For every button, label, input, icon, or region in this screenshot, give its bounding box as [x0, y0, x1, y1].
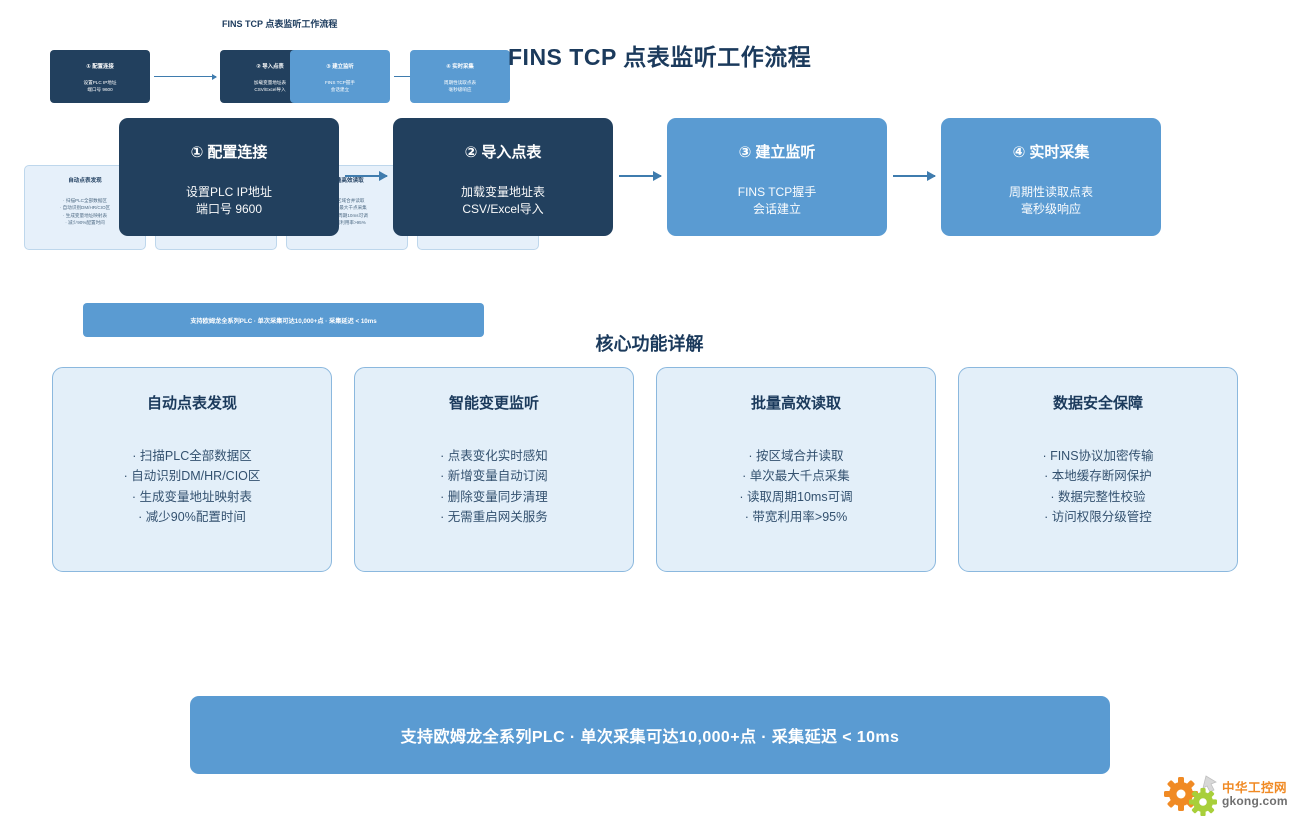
ghost-feature-card-3-title: 批量高效读取: [330, 178, 364, 184]
ghost-list-item: · 带宽利用率>95%: [328, 220, 366, 226]
flow-arrow-2-to-3: [619, 171, 662, 181]
thumb-desc-line: 周期性读取点表: [443, 80, 477, 85]
feature-card-4-title: 数据安全保障: [1052, 395, 1143, 412]
watermark: 中华工控网 gkong.com: [1164, 772, 1294, 824]
feature-list-item: · 单次最大千点采集: [742, 469, 850, 484]
feature-list-item: · 数据完整性校验: [1050, 489, 1146, 504]
flow-step-4-title: ④ 实时采集: [1012, 144, 1090, 161]
ghost-feature-card-3-list: · 按区域合并读取 · 单次最大千点采集 · 读取周期10ms可调 · 带宽利用…: [287, 197, 407, 226]
feature-list-item: · 点表变化实时感知: [440, 449, 548, 463]
thumb-desc-line: 毫秒级响应: [448, 86, 472, 92]
flow-arrow-3-to-4: [893, 171, 936, 181]
feature-card-row: 自动点表发现 · 扫描PLC全部数据区 · 自动识别DM/HR/CIO区 · 生…: [0, 367, 1299, 572]
thumbnail-flow-diagram: ① 配置连接 设置PLC IP地址 端口号 9600 ② 导入点表 加载变量地址…: [50, 50, 570, 105]
ghost-list-item: · 扫描PLC全部数据区: [63, 198, 107, 203]
page-title: FINS TCP 点表监听工作流程: [508, 44, 812, 70]
thumb-step-2-title: ② 导入点表: [256, 64, 284, 70]
flow-desc-line: FINS TCP握手: [737, 185, 817, 199]
feature-list-item: · 访问权限分级管控: [1044, 509, 1152, 524]
feature-list-item: · 生成变量地址映射表: [131, 489, 253, 504]
watermark-text-cn: 中华工控网: [1222, 781, 1288, 795]
section-title: 核心功能详解: [595, 334, 704, 354]
flow-step-card-1[interactable]: ① 配置连接 设置PLC IP地址 端口号 9600: [119, 118, 339, 236]
thumb-desc-line: 端口号 9600: [87, 86, 113, 92]
ghost-feature-card-1-title: 自动点表发现: [68, 178, 102, 184]
flow-step-1-desc: 设置PLC IP地址 端口号 9600: [119, 184, 339, 219]
flow-step-card-3[interactable]: ③ 建立监听 FINS TCP握手 会话建立: [667, 118, 887, 236]
ghost-feature-card-1-list: · 扫描PLC全部数据区 · 自动识别DM/HR/CIO区 · 生成变量地址映射…: [25, 197, 145, 226]
ghost-list-item: · 自动识别DM/HR/CIO区: [59, 205, 111, 211]
feature-list-item: · 无需重启网关服务: [440, 509, 548, 524]
watermark-text-en: gkong.com: [1222, 794, 1288, 808]
thumb-desc-line: CSV/Excel导入: [254, 86, 286, 92]
feature-card-4[interactable]: 数据安全保障 · FINS协议加密传输 · 本地缓存断网保护 · 数据完整性校验…: [958, 367, 1238, 572]
feature-card-3-title: 批量高效读取: [750, 395, 841, 412]
flow-arrow-1-to-2: [345, 171, 388, 181]
feature-list-item: · 带宽利用率>95%: [744, 509, 848, 524]
ghost-list-item: · 生成变量地址映射表: [62, 212, 108, 218]
flow-desc-line: 毫秒级响应: [1020, 202, 1081, 217]
feature-list-item: · FINS协议加密传输: [1042, 449, 1154, 463]
feature-card-2[interactable]: 智能变更监听 · 点表变化实时感知 · 新增变量自动订阅 · 删除变量同步清理 …: [354, 367, 634, 572]
flow-step-2-desc: 加载变量地址表 CSV/Excel导入: [393, 184, 613, 219]
thumb-arrow-1: [154, 73, 217, 80]
thumb-flow-step-1: ① 配置连接 设置PLC IP地址 端口号 9600: [50, 50, 150, 103]
flow-desc-line: 端口号 9600: [195, 202, 263, 217]
thumb-step-4-desc: 周期性读取点表 毫秒级响应: [410, 80, 510, 94]
flow-desc-line: 加载变量地址表: [460, 185, 545, 199]
feature-list-item: · 减少90%配置时间: [138, 509, 246, 524]
feature-list-item: · 自动识别DM/HR/CIO区: [123, 469, 261, 484]
flow-step-2-title: ② 导入点表: [464, 144, 542, 161]
thumb-desc-line: FINS TCP握手: [324, 80, 356, 85]
thumb-step-1-title: ① 配置连接: [86, 64, 114, 70]
bottom-banner: 支持欧姆龙全系列PLC · 单次采集可达10,000+点 · 采集延迟 < 10…: [190, 696, 1110, 774]
thumb-step-1-desc: 设置PLC IP地址 端口号 9600: [50, 80, 150, 94]
flow-step-3-title: ③ 建立监听: [738, 144, 816, 161]
thumb-desc-line: 会话建立: [330, 86, 350, 92]
flow-step-4-desc: 周期性读取点表 毫秒级响应: [941, 184, 1161, 219]
thumbnail-title: FINS TCP 点表监听工作流程: [222, 19, 338, 29]
ghost-list-item: · 按区域合并读取: [329, 198, 365, 203]
feature-list-item: · 删除变量同步清理: [440, 489, 548, 504]
flow-desc-line: 会话建立: [752, 202, 801, 217]
ghost-list-item: · 单次最大千点采集: [327, 205, 367, 211]
flow-step-card-2[interactable]: ② 导入点表 加载变量地址表 CSV/Excel导入: [393, 118, 613, 236]
feature-card-3[interactable]: 批量高效读取 · 按区域合并读取 · 单次最大千点采集 · 读取周期10ms可调…: [656, 367, 936, 572]
feature-card-1[interactable]: 自动点表发现 · 扫描PLC全部数据区 · 自动识别DM/HR/CIO区 · 生…: [52, 367, 332, 572]
thumb-step-2-desc: 加载变量地址表 CSV/Excel导入: [220, 80, 320, 94]
feature-card-3-list: · 按区域合并读取 · 单次最大千点采集 · 读取周期10ms可调 · 带宽利用…: [657, 446, 935, 527]
thumb-step-3-title: ③ 建立监听: [326, 64, 354, 70]
flow-step-1-title: ① 配置连接: [190, 144, 268, 161]
thumb-flow-step-3: ③ 建立监听 FINS TCP握手 会话建立: [290, 50, 390, 103]
feature-card-4-list: · FINS协议加密传输 · 本地缓存断网保护 · 数据完整性校验 · 访问权限…: [959, 446, 1237, 527]
ghost-bottom-banner: 支持欧姆龙全系列PLC · 单次采集可达10,000+点 · 采集延迟 < 10…: [83, 303, 484, 337]
feature-list-item: · 本地缓存断网保护: [1044, 469, 1152, 484]
feature-list-item: · 按区域合并读取: [748, 449, 844, 463]
feature-list-item: · 读取周期10ms可调: [739, 489, 853, 504]
flow-desc-line: 周期性读取点表: [1008, 185, 1093, 199]
feature-card-1-title: 自动点表发现: [146, 395, 237, 412]
feature-card-1-list: · 扫描PLC全部数据区 · 自动识别DM/HR/CIO区 · 生成变量地址映射…: [53, 446, 331, 527]
thumb-flow-step-4: ④ 实时采集 周期性读取点表 毫秒级响应: [410, 50, 510, 103]
thumb-desc-line: 加载变量地址表: [253, 80, 287, 85]
feature-list-item: · 新增变量自动订阅: [440, 469, 548, 484]
flow-step-card-4[interactable]: ④ 实时采集 周期性读取点表 毫秒级响应: [941, 118, 1161, 236]
feature-list-item: · 扫描PLC全部数据区: [132, 449, 252, 463]
thumb-step-4-title: ④ 实时采集: [446, 64, 474, 70]
flow-step-3-desc: FINS TCP握手 会话建立: [667, 184, 887, 219]
gears-icon: [1164, 775, 1217, 816]
feature-card-2-title: 智能变更监听: [448, 395, 539, 412]
ghost-list-item: · 读取周期10ms可调: [326, 212, 368, 218]
flow-diagram: ① 配置连接 设置PLC IP地址 端口号 9600 ② 导入点表 加载变量地址…: [0, 118, 1299, 238]
ghost-list-item: · 减少90%配置时间: [65, 220, 105, 226]
feature-card-2-list: · 点表变化实时感知 · 新增变量自动订阅 · 删除变量同步清理 · 无需重启网…: [355, 446, 633, 527]
flow-desc-line: CSV/Excel导入: [462, 202, 544, 217]
flow-desc-line: 设置PLC IP地址: [185, 185, 273, 199]
thumb-step-3-desc: FINS TCP握手 会话建立: [290, 80, 390, 94]
thumb-desc-line: 设置PLC IP地址: [83, 80, 117, 85]
